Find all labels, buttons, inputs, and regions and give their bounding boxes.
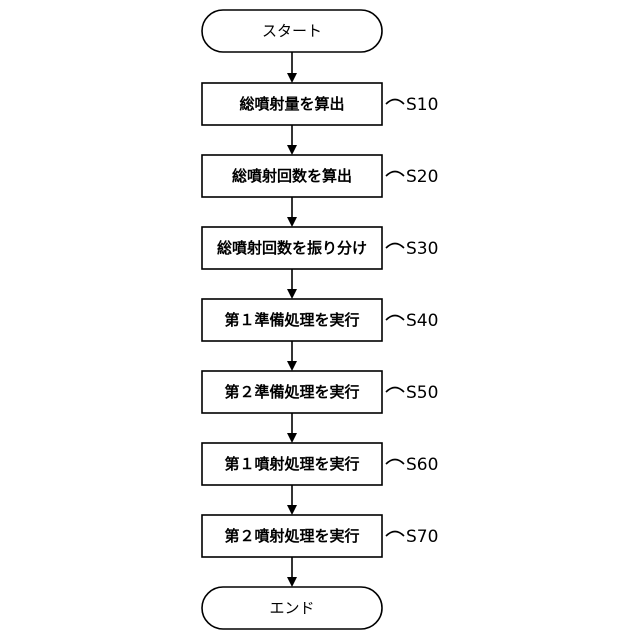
end-terminal: エンド xyxy=(202,587,382,629)
end-terminal-label: エンド xyxy=(269,599,314,617)
process-step-label: 第１噴射処理を実行 xyxy=(224,455,359,473)
step-id-leader xyxy=(386,172,404,177)
process-step-s30: 総噴射回数を振り分け S30 xyxy=(202,227,438,269)
process-step-s40: 第１準備処理を実行 S40 xyxy=(202,299,438,341)
process-step-label: 総噴射回数を振り分け xyxy=(217,239,367,257)
step-id-label: S60 xyxy=(406,455,438,475)
step-id-leader xyxy=(386,532,404,537)
process-step-label: 総噴射回数を算出 xyxy=(232,167,352,185)
process-step-s10: 総噴射量を算出 S10 xyxy=(202,83,438,125)
step-id-leader xyxy=(386,460,404,465)
process-step-label: 第２準備処理を実行 xyxy=(224,383,359,401)
step-id-leader xyxy=(386,244,404,249)
step-id-leader xyxy=(386,316,404,321)
start-terminal: スタート xyxy=(202,10,382,52)
flow-arrow-3 xyxy=(287,197,297,227)
step-id-label: S10 xyxy=(406,95,438,115)
step-id-leader xyxy=(386,388,404,393)
process-step-s20: 総噴射回数を算出 S20 xyxy=(202,155,438,197)
step-id-label: S30 xyxy=(406,239,438,259)
process-step-s50: 第２準備処理を実行 S50 xyxy=(202,371,438,413)
flow-arrow-4 xyxy=(287,269,297,299)
step-id-label: S50 xyxy=(406,383,438,403)
flow-arrow-6 xyxy=(287,413,297,443)
flow-arrow-7 xyxy=(287,485,297,515)
flow-arrow-1 xyxy=(287,52,297,83)
process-step-label: 第１準備処理を実行 xyxy=(224,311,359,329)
process-step-s60: 第１噴射処理を実行 S60 xyxy=(202,443,438,485)
process-step-label: 第２噴射処理を実行 xyxy=(224,527,359,545)
flow-arrow-8 xyxy=(287,557,297,587)
step-id-leader xyxy=(386,100,404,105)
process-step-s70: 第２噴射処理を実行 S70 xyxy=(202,515,438,557)
flow-arrow-2 xyxy=(287,125,297,155)
flow-arrow-5 xyxy=(287,341,297,371)
start-terminal-label: スタート xyxy=(262,22,322,40)
step-id-label: S70 xyxy=(406,527,438,547)
step-id-label: S40 xyxy=(406,311,438,331)
step-id-label: S20 xyxy=(406,167,438,187)
process-step-label: 総噴射量を算出 xyxy=(239,95,344,113)
